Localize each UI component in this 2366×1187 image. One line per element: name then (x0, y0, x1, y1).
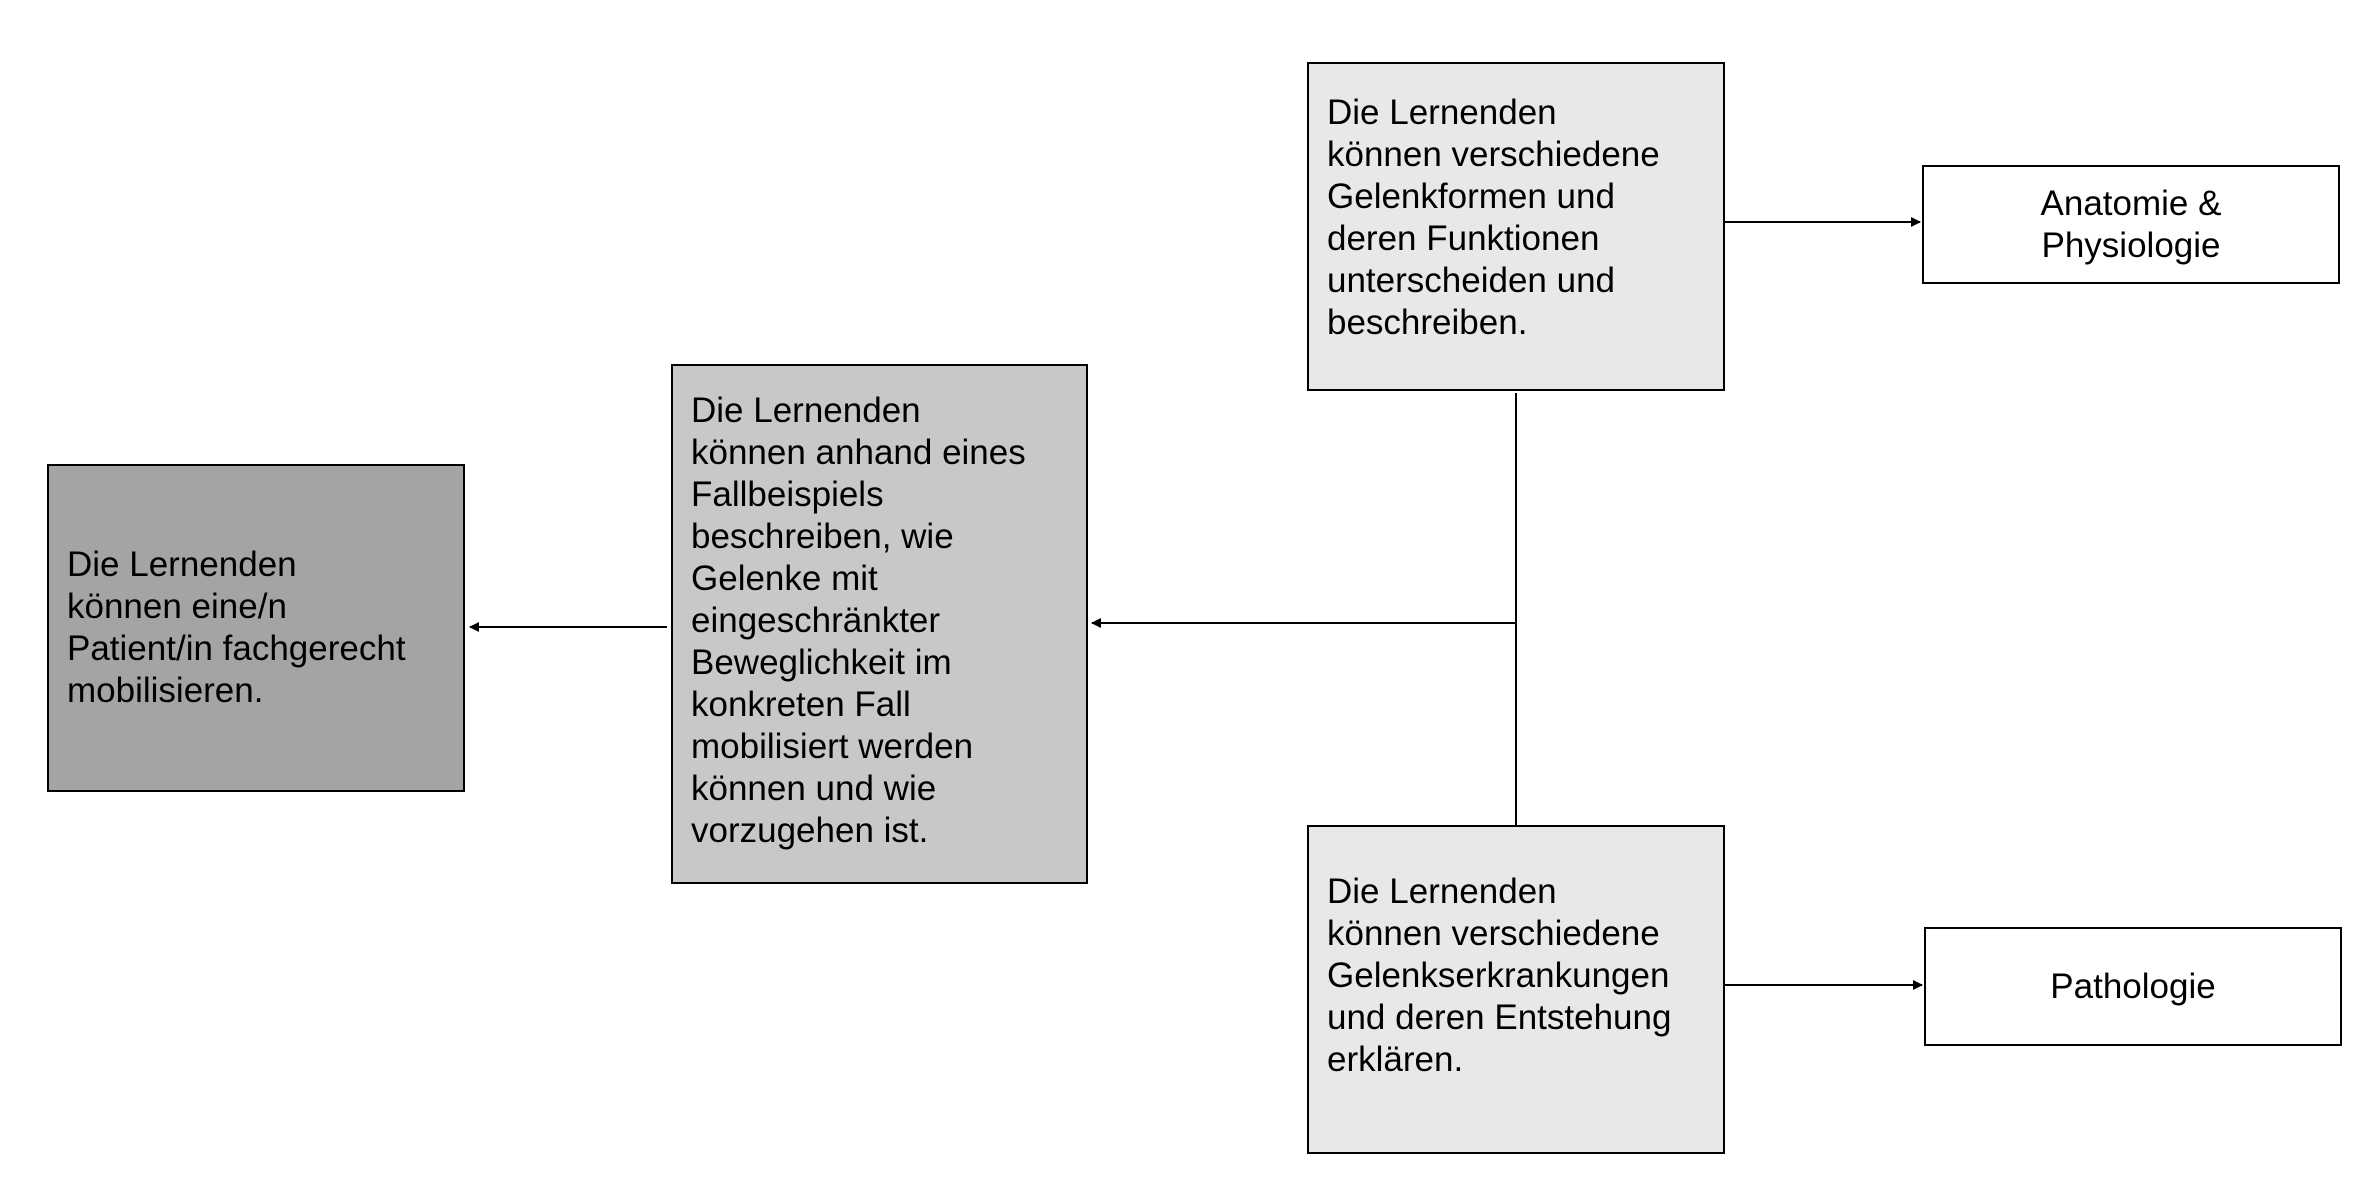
case-text: Die Lernenden können anhand eines Fallbe… (691, 391, 1026, 850)
joints-objective-box: Die Lernenden können verschiedene Gelenk… (1307, 62, 1725, 391)
anatomy-subject-box: Anatomie & Physiologie (1922, 165, 2340, 284)
case-box: Die Lernenden können anhand eines Fallbe… (671, 364, 1088, 884)
diseases-objective-box: Die Lernenden können verschiedene Gelenk… (1307, 825, 1725, 1154)
pathology-subject-label: Pathologie (2050, 966, 2216, 1006)
diseases-objective-text: Die Lernenden können verschiedene Gelenk… (1327, 872, 1672, 1079)
anatomy-subject-label: Anatomie & Physiologie (2040, 183, 2222, 265)
pathology-subject-box: Pathologie (1924, 927, 2342, 1046)
joints-objective-text: Die Lernenden können verschiedene Gelenk… (1327, 93, 1660, 342)
goal-box: Die Lernenden können eine/n Patient/in f… (47, 464, 465, 792)
goal-text: Die Lernenden können eine/n Patient/in f… (67, 545, 406, 710)
